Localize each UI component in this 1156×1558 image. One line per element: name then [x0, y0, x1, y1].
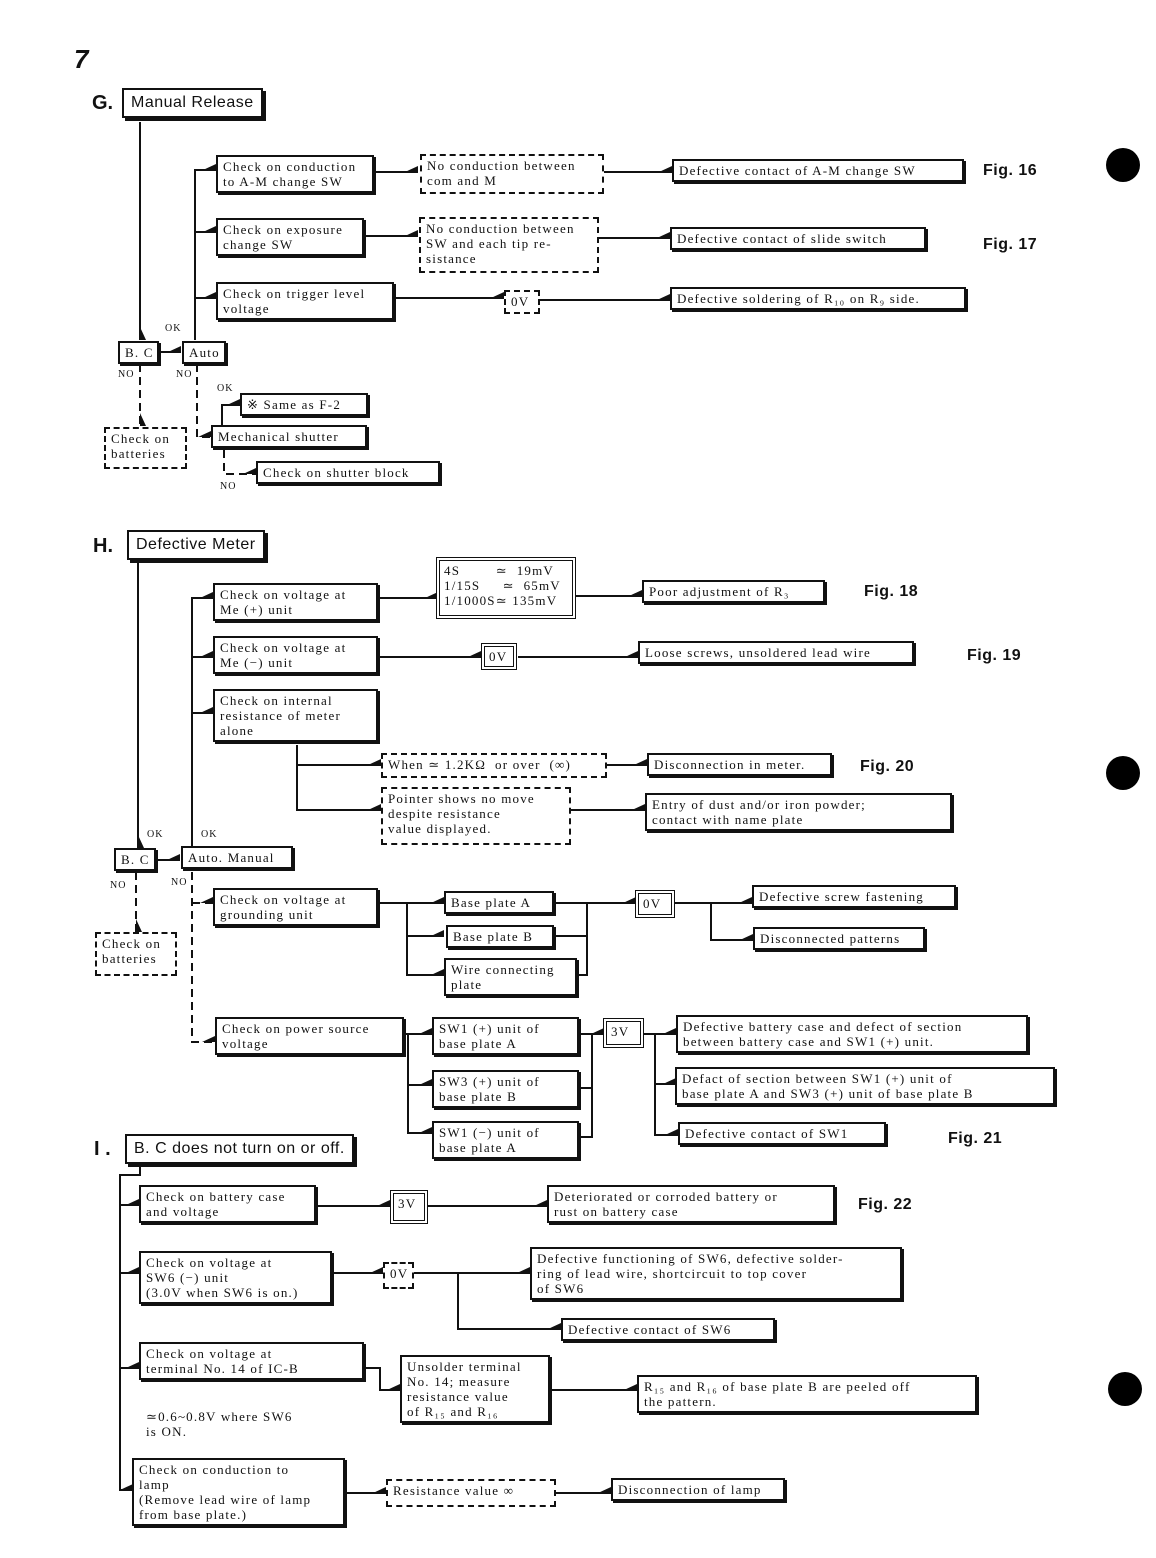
g-ok-label: OK: [165, 323, 182, 334]
g-no-label-bc: NO: [118, 369, 135, 380]
g-result-soldering-box: Defective soldering of R₁₀ on R₉ side.: [670, 287, 966, 310]
binder-hole-icon: [1106, 148, 1140, 182]
section-i-letter: I .: [94, 1138, 111, 1160]
g-auto-box: Auto: [182, 341, 226, 364]
g-condition-0v-box: 0V: [504, 290, 540, 314]
h-ok-label-bc: OK: [147, 829, 164, 840]
h-wire-connecting-plate-box: Wire connecting plate: [444, 958, 577, 996]
h-result-battery-case-box: Defective battery case and defect of sec…: [676, 1015, 1028, 1053]
h-result-disconnected-patterns-box: Disconnected patterns: [753, 927, 925, 950]
g-condition-no-conduction-box: No conduction between com and M: [420, 154, 604, 194]
fig-22-label: Fig. 22: [858, 1196, 913, 1213]
h-result-loose-screws-box: Loose screws, unsoldered lead wire: [638, 641, 914, 664]
h-condition-0v-box: 0V: [481, 643, 517, 670]
section-h-letter: H.: [93, 535, 113, 557]
h-check-internal-resistance-box: Check on internal resistance of meter al…: [213, 689, 378, 742]
g-result-am-change-box: Defective contact of A-M change SW: [672, 159, 964, 182]
h-result-disconnection-box: Disconnection in meter.: [647, 753, 832, 776]
g-shutter-block-box: Check on shutter block: [256, 461, 440, 484]
h-auto-manual-box: Auto. Manual: [181, 846, 293, 869]
h-result-r3-box: Poor adjustment of R₃: [642, 580, 825, 603]
h-result-contact-sw1-box: Defective contact of SW1: [678, 1122, 886, 1145]
section-g-title: Manual Release: [122, 88, 263, 118]
h-result-section-between-box: Defact of section between SW1 (+) unit o…: [675, 1067, 1055, 1105]
g-ok-label-shutter: OK: [217, 383, 234, 394]
h-base-plate-a-box: Base plate A: [444, 891, 554, 914]
g-no-label-auto: NO: [176, 369, 193, 380]
h-power-3v-box: 3V: [603, 1018, 644, 1048]
i-sw6-0v-box: 0V: [383, 1262, 414, 1289]
i-unsolder-terminal-box: Unsolder terminal No. 14; measure resist…: [400, 1355, 550, 1423]
h-shutter-voltage-table: 4S ≃ 19mV 1/15S ≃ 65mV 1/1000S≃ 135mV: [436, 557, 576, 619]
h-check-batteries-box: Check on batteries: [95, 932, 177, 976]
fig-18-label: Fig. 18: [864, 583, 919, 600]
h-base-plate-b-box: Base plate B: [446, 925, 554, 948]
h-sw1-minus-box: SW1 (−) unit of base plate A: [432, 1121, 579, 1159]
i-ic-b-voltage-note: ≃0.6~0.8V where SW6 is ON.: [146, 1409, 293, 1439]
i-resistance-infinite-box: Resistance value ∞: [386, 1479, 556, 1507]
i-check-sw6-box: Check on voltage at SW6 (−) unit (3.0V w…: [139, 1251, 332, 1304]
i-result-sw6-functioning-box: Defective functioning of SW6, defective …: [530, 1247, 902, 1300]
fig-16-label: Fig. 16: [983, 162, 1038, 179]
page-number: 7: [74, 44, 89, 74]
g-result-slide-switch-box: Defective contact of slide switch: [670, 227, 926, 250]
i-check-ic-b-box: Check on voltage at terminal No. 14 of I…: [139, 1342, 364, 1380]
h-sw3-plus-box: SW3 (+) unit of base plate B: [432, 1070, 579, 1108]
fig-21-label: Fig. 21: [948, 1130, 1003, 1147]
h-check-grounding-box: Check on voltage at grounding unit: [213, 888, 378, 926]
i-battery-3v-box: 3V: [390, 1190, 428, 1224]
h-bc-box: B. C: [114, 848, 156, 871]
g-check-exposure-box: Check on exposure change SW: [216, 218, 364, 256]
section-g-letter: G.: [92, 92, 114, 114]
g-bc-box: B. C: [118, 341, 159, 364]
h-result-dust-box: Entry of dust and/or iron powder; contac…: [645, 793, 952, 831]
i-result-sw6-contact-box: Defective contact of SW6: [561, 1318, 775, 1341]
fig-19-label: Fig. 19: [967, 647, 1022, 664]
section-i-title: B. C does not turn on or off.: [125, 1134, 354, 1164]
h-grounding-0v-box: 0V: [635, 890, 675, 918]
h-check-power-source-box: Check on power source voltage: [215, 1017, 404, 1055]
i-result-peeled-pattern-box: R₁₅ and R₁₆ of base plate B are peeled o…: [637, 1375, 977, 1413]
h-condition-pointer-box: Pointer shows no move despite resistance…: [381, 787, 571, 845]
i-result-corroded-battery-box: Deteriorated or corroded battery or rust…: [547, 1185, 835, 1223]
binder-hole-icon: [1106, 756, 1140, 790]
h-check-me-minus-box: Check on voltage at Me (−) unit: [213, 636, 378, 674]
i-check-lamp-box: Check on conduction to lamp (Remove lead…: [132, 1458, 345, 1526]
h-condition-1-2k-box: When ≃ 1.2KΩ or over (∞): [381, 753, 607, 778]
g-condition-sw-tip-box: No conduction between SW and each tip re…: [419, 217, 599, 273]
binder-hole-icon: [1108, 1372, 1142, 1406]
g-check-batteries-box: Check on batteries: [104, 427, 187, 469]
h-ok-label-auto: OK: [201, 829, 218, 840]
g-check-conduction-box: Check on conduction to A-M change SW: [216, 155, 374, 193]
h-check-me-plus-box: Check on voltage at Me (+) unit: [213, 583, 378, 621]
g-no-label-shutter: NO: [220, 481, 237, 492]
h-no-label-bc: NO: [110, 880, 127, 891]
h-no-label-auto: NO: [171, 877, 188, 888]
i-check-battery-case-box: Check on battery case and voltage: [139, 1185, 316, 1223]
fig-17-label: Fig. 17: [983, 236, 1038, 253]
section-h-title: Defective Meter: [127, 530, 265, 560]
fig-20-label: Fig. 20: [860, 758, 915, 775]
h-result-screw-fastening-box: Defective screw fastening: [752, 885, 956, 908]
h-sw1-plus-box: SW1 (+) unit of base plate A: [432, 1017, 579, 1055]
g-check-trigger-box: Check on trigger level voltage: [216, 282, 394, 320]
g-same-as-f2-box: ※ Same as F-2: [240, 393, 368, 416]
i-result-lamp-disconnection-box: Disconnection of lamp: [611, 1478, 785, 1501]
g-mechanical-shutter-box: Mechanical shutter: [211, 425, 367, 448]
